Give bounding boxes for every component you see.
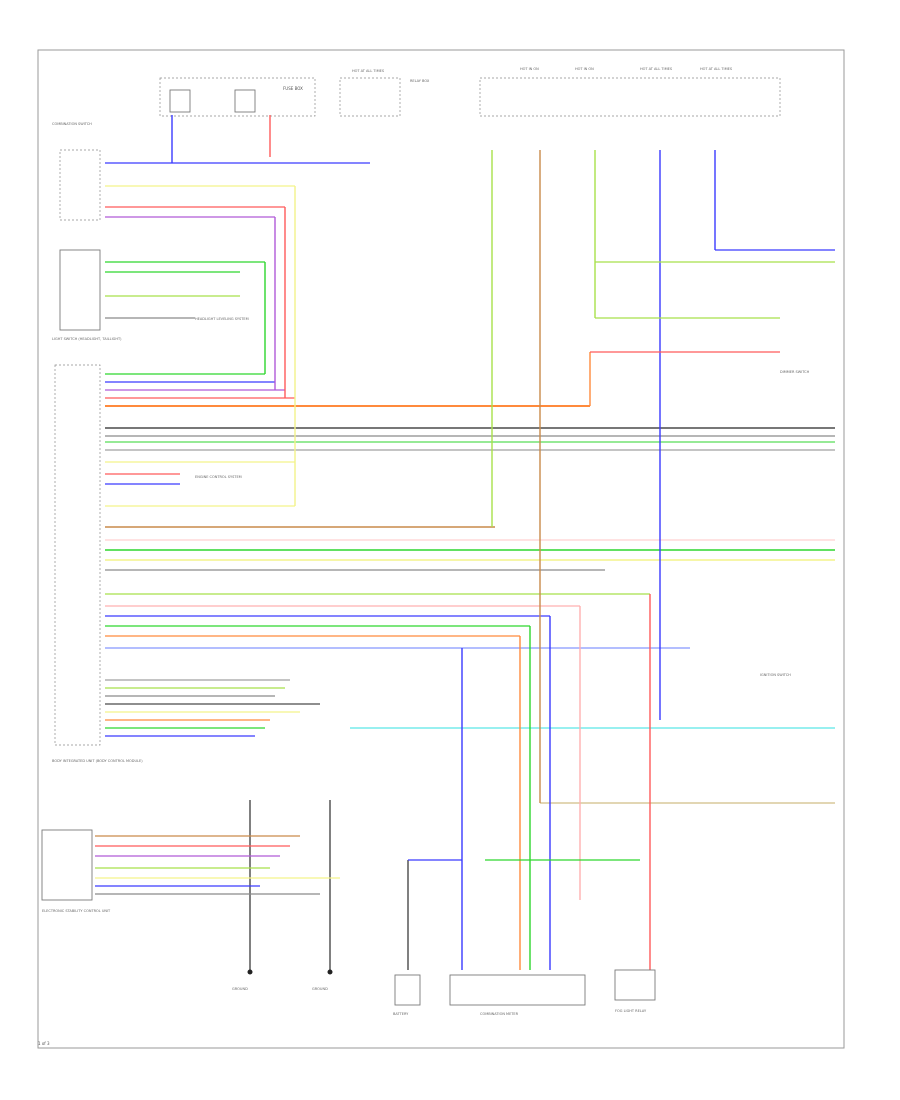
body-control-module: BODY INTEGRATED UNIT (BODY CONTROL MODUL… [52,364,143,763]
engine-control-label: ENGINE CONTROL SYSTEM [195,475,242,479]
bus-wires [105,162,835,804]
fog-light-label: FOG LIGHT RELAY [615,1009,647,1013]
fuse-box-label: FUSE BOX [283,86,303,91]
light-switch-label: LIGHT SWITCH (HEADLIGHT, TAILLIGHT) [52,337,122,341]
ground-1: GROUND [232,969,253,991]
ignition-switch-label: IGNITION SWITCH [760,673,791,677]
diagram-frame [37,49,845,1049]
right-wires [408,249,835,861]
ground-2: GROUND [312,969,333,991]
combination-meter: COMBINATION METER [449,974,586,1016]
combo-switch-label: COMBINATION SWITCH [52,122,92,126]
fuse-box-center-label: RELAY BOX [410,79,430,83]
hot-label-5: HOT AT ALL TIMES [700,67,733,71]
dimmer-switch-label: DIMMER SWITCH [780,370,810,374]
battery: BATTERY [393,974,421,1016]
bcm-label: BODY INTEGRATED UNIT (BODY CONTROL MODUL… [52,759,143,763]
combination-meter-label: COMBINATION METER [480,1012,519,1016]
ground-2-label: GROUND [312,987,328,991]
hot-label-3: HOT IN ON [575,67,594,71]
esc-unit-label: ELECTRONIC STABILITY CONTROL UNIT [42,909,111,913]
battery-label: BATTERY [393,1012,409,1016]
vertical-wires [171,115,716,970]
headlight-leveling-label: HEADLIGHT LEVELING SYSTEM [195,317,249,321]
hot-label-1: HOT AT ALL TIMES [352,69,385,73]
combo-switch: COMBINATION SWITCH [52,122,101,221]
hot-label-2: HOT IN ON [520,67,539,71]
fuse-box-left: FUSE BOX [159,77,316,117]
esc-wires [95,835,340,895]
fuse-box-center: HOT AT ALL TIMES RELAY BOX [339,69,430,117]
page-reference: 1 of 3 [38,1041,50,1046]
hot-label-4: HOT AT ALL TIMES [640,67,673,71]
ground-1-label: GROUND [232,987,248,991]
fuse-box-right: HOT IN ON HOT IN ON HOT AT ALL TIMES HOT… [479,67,781,117]
esc-unit: ELECTRONIC STABILITY CONTROL UNIT [41,829,111,913]
light-switch: LIGHT SWITCH (HEADLIGHT, TAILLIGHT) [52,249,122,341]
fog-light-relay: FOG LIGHT RELAY [614,969,656,1013]
